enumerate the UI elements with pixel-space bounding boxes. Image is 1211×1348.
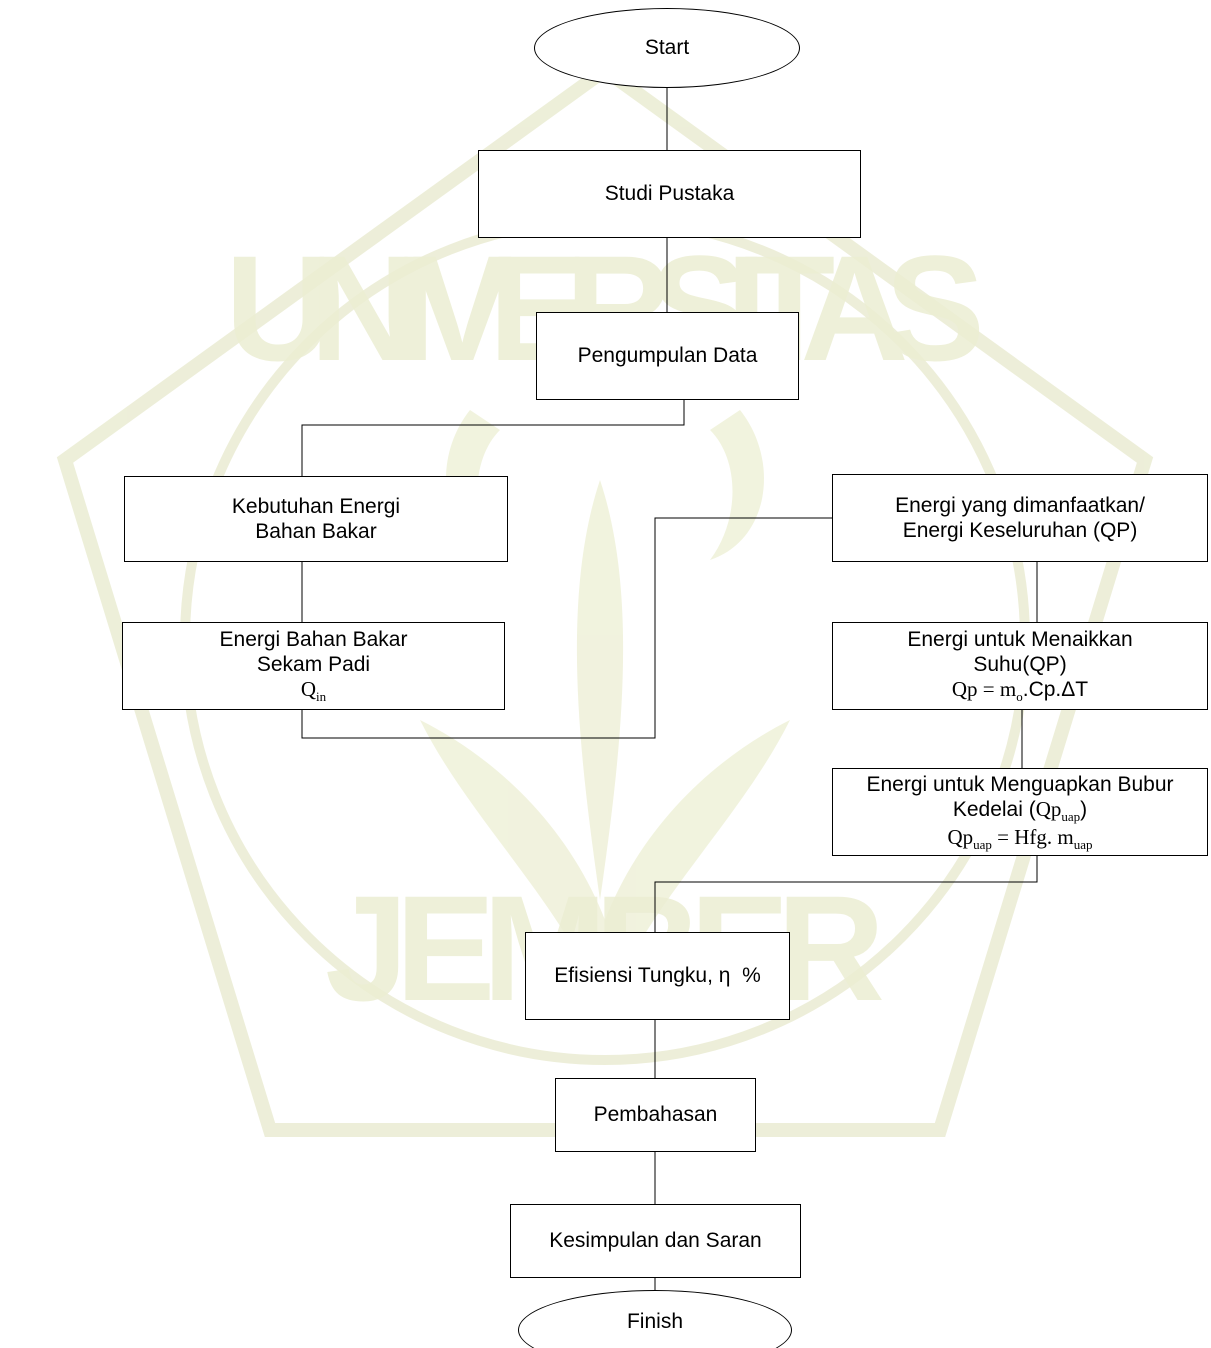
sekam-q-sub: in xyxy=(316,689,327,705)
menaikkan-line2: Suhu(QP) xyxy=(973,653,1067,677)
pembahasan-box: Pembahasan xyxy=(555,1078,756,1152)
start-label: Start xyxy=(644,36,690,60)
studi-pustaka-label: Studi Pustaka xyxy=(604,182,735,206)
pengumpulan-data-box: Pengumpulan Data xyxy=(536,312,799,400)
efisiensi-box: Efisiensi Tungku, η % xyxy=(525,932,790,1020)
energi-sekam-box: Energi Bahan Bakar Sekam Padi Qin xyxy=(122,622,505,710)
menguapkan-line2: Kedelai (Qpuap) xyxy=(953,797,1087,825)
kesimpulan-box: Kesimpulan dan Saran xyxy=(510,1204,801,1278)
menaikkan-formula: Qp = mo.Cp.ΔT xyxy=(952,677,1088,705)
kebutuhan-line1: Kebutuhan Energi xyxy=(231,494,401,518)
studi-pustaka-box: Studi Pustaka xyxy=(478,150,861,238)
menguapkan-formula: Qpuap = Hfg. muap xyxy=(947,825,1092,853)
sekam-line2: Sekam Padi xyxy=(256,653,371,677)
energi-dimanfaatkan-box: Energi yang dimanfaatkan/ Energi Keselur… xyxy=(832,474,1208,562)
energi-menguapkan-box: Energi untuk Menguapkan Bubur Kedelai (Q… xyxy=(832,768,1208,856)
menguapkan-line2c: ) xyxy=(1080,797,1088,821)
start-terminal: Start xyxy=(534,8,800,88)
menguapkan-line1: Energi untuk Menguapkan Bubur xyxy=(866,772,1174,796)
sekam-line1: Energi Bahan Bakar xyxy=(219,627,408,651)
menaikkan-line1: Energi untuk Menaikkan xyxy=(907,627,1133,651)
pembahasan-label: Pembahasan xyxy=(593,1103,718,1127)
kebutuhan-energi-box: Kebutuhan Energi Bahan Bakar xyxy=(124,476,508,562)
kesimpulan-label: Kesimpulan dan Saran xyxy=(549,1229,762,1253)
sekam-formula: Qin xyxy=(301,677,326,705)
menguapkan-f2: = Hfg. m xyxy=(991,824,1074,849)
kebutuhan-line2: Bahan Bakar xyxy=(255,520,377,543)
menguapkan-line2-sub: uap xyxy=(1061,809,1081,824)
menaikkan-f1: Qp = m xyxy=(951,677,1017,702)
menaikkan-f1-sub: o xyxy=(1016,689,1023,705)
efisiensi-label: Efisiensi Tungku, η % xyxy=(554,964,761,988)
sekam-q: Q xyxy=(300,677,317,702)
menguapkan-f1: Qp xyxy=(947,824,974,849)
dimanfaatkan-line2: Energi Keseluruhan (QP) xyxy=(902,519,1138,542)
menguapkan-f2-sub: uap xyxy=(1073,836,1093,852)
menguapkan-line2b: Qp xyxy=(1035,796,1062,821)
finish-label: Finish xyxy=(626,1310,684,1334)
pengumpulan-data-label: Pengumpulan Data xyxy=(577,344,758,368)
menguapkan-f1-sub: uap xyxy=(973,836,992,852)
finish-terminal: Finish xyxy=(518,1290,792,1348)
menguapkan-line2a: Kedelai ( xyxy=(952,797,1036,821)
menaikkan-f2: .Cp.ΔT xyxy=(1022,678,1089,702)
dimanfaatkan-line1: Energi yang dimanfaatkan/ xyxy=(895,493,1145,517)
energi-menaikkan-box: Energi untuk Menaikkan Suhu(QP) Qp = mo.… xyxy=(832,622,1208,710)
